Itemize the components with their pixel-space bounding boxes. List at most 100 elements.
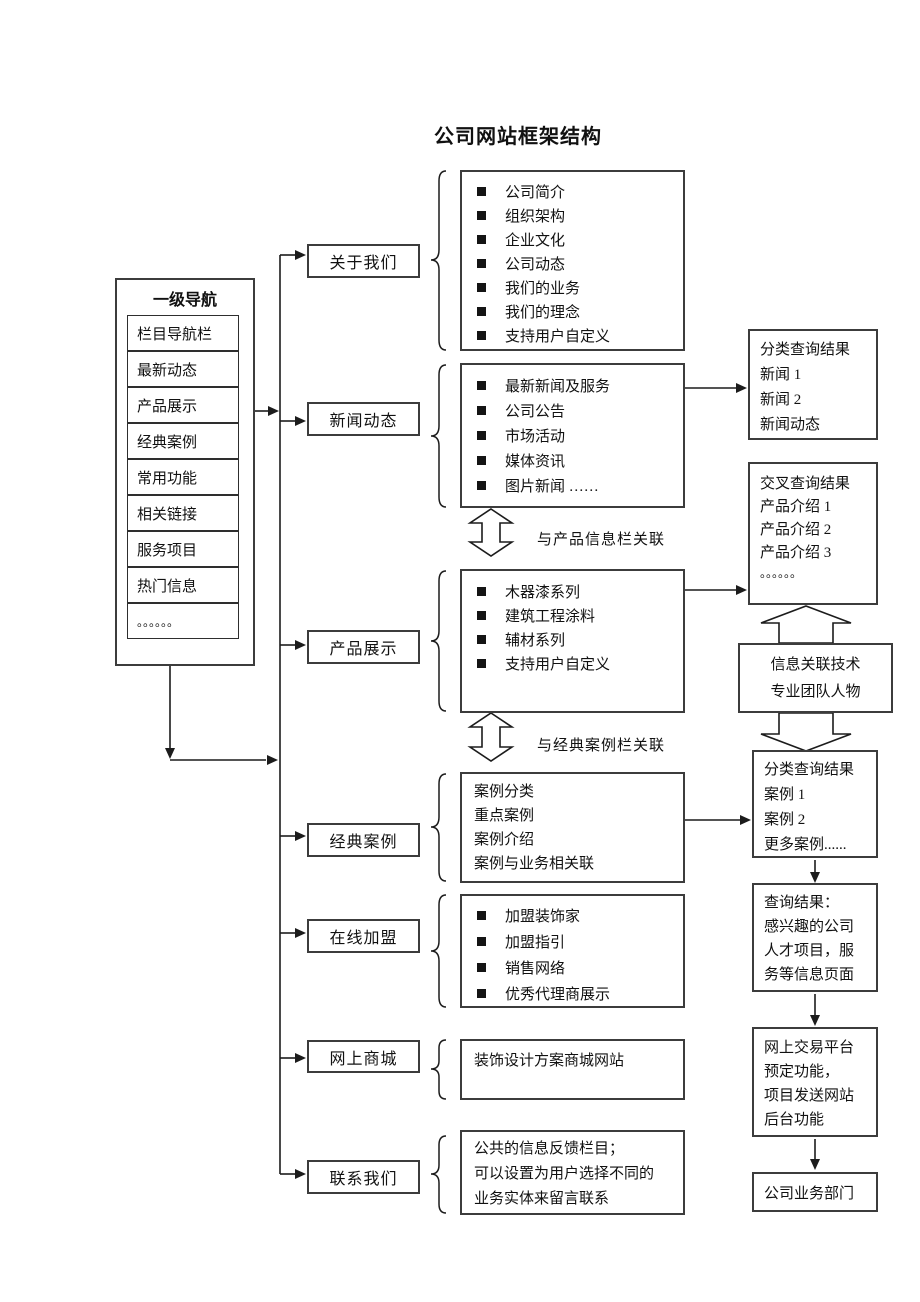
bullet-square-icon	[477, 910, 486, 920]
list-item: 案例与业务相关联	[462, 852, 683, 876]
double-arrow-icon	[467, 712, 515, 762]
bullet-square-icon	[477, 258, 486, 268]
list-item-label: 优秀代理商展示	[505, 986, 611, 1003]
double-arrow-icon	[467, 508, 515, 557]
list-item: 我们的业务	[462, 275, 683, 299]
page-title: 公司网站框架结构	[434, 126, 602, 148]
result-line: 预定功能，	[764, 1064, 840, 1080]
nav-item: 热门信息	[127, 567, 239, 603]
arrowhead-icon	[295, 1169, 306, 1179]
list-item: 优秀代理商展示	[462, 980, 683, 1006]
label-text: 在线加盟	[329, 930, 398, 947]
bullet-square-icon	[477, 936, 486, 946]
nav-item: 最新动态	[127, 351, 239, 387]
join-list-box: 加盟装饰家 加盟指引 销售网络 优秀代理商展示	[460, 894, 685, 1008]
arrowhead-icon	[810, 1159, 820, 1170]
contact-list-box: 公共的信息反馈栏目； 可以设置为用户选择不同的 业务实体来留言联系	[460, 1130, 685, 1215]
branch-label-mall: 网上商城	[307, 1040, 420, 1073]
result-line: 网上交易平台	[764, 1040, 855, 1056]
bullet-square-icon	[477, 481, 486, 490]
list-item: 木器漆系列	[462, 579, 683, 603]
arrowhead-icon	[736, 585, 747, 595]
result-line: 务等信息页面	[764, 967, 855, 983]
list-item: 公司简介	[462, 179, 683, 203]
arrowhead-icon	[810, 1015, 820, 1026]
list-item-label: 支持用户自定义	[505, 656, 611, 673]
link-label-products-cases: 与经典案例栏关联	[537, 738, 666, 754]
brace-icon	[430, 1039, 447, 1100]
list-item-label: 装饰设计方案商城网站	[474, 1053, 625, 1069]
result-line: 产品介绍 3	[760, 545, 832, 561]
news-list-box: 最新新闻及服务 公司公告 市场活动 媒体资讯 图片新闻 ……	[460, 363, 685, 508]
arrowhead-icon	[810, 872, 820, 883]
up-block-arrow-icon	[760, 605, 852, 644]
list-item: 销售网络	[462, 954, 683, 980]
result-line: 案例 2	[764, 812, 806, 828]
solid-arrowheads	[165, 250, 820, 1179]
bullet-square-icon	[477, 210, 486, 220]
result-line: 分类查询结果	[760, 342, 851, 358]
list-item: 公司动态	[462, 251, 683, 275]
branch-label-cases: 经典案例	[307, 823, 420, 857]
nav-item: 服务项目	[127, 531, 239, 567]
mall-list-box: 装饰设计方案商城网站	[460, 1039, 685, 1100]
arrowhead-icon	[295, 640, 306, 650]
branch-label-about: 关于我们	[307, 244, 420, 278]
list-item: 市场活动	[462, 423, 683, 448]
nav-item: 经典案例	[127, 423, 239, 459]
result-line: 。。。。。。	[760, 566, 803, 580]
nav-item-label: 服务项目	[137, 542, 198, 559]
list-item: 图片新闻 ……	[462, 473, 683, 498]
arrowhead-icon	[736, 383, 747, 393]
arrowhead-icon	[295, 928, 306, 938]
result-line: 公司业务部门	[764, 1185, 855, 1202]
nav-item-label: 。。。。。。	[137, 614, 180, 629]
hollow-arrows	[467, 508, 852, 762]
nav-item: 常用功能	[127, 459, 239, 495]
result-line: 项目发送网站	[764, 1088, 855, 1104]
bullet-square-icon	[477, 186, 486, 196]
bullet-square-icon	[477, 330, 486, 340]
bullet-square-icon	[477, 381, 486, 390]
list-item-label: 业务实体来留言联系	[474, 1191, 610, 1207]
list-item-label: 组织架构	[505, 208, 566, 225]
list-item-label: 木器漆系列	[505, 584, 581, 601]
result-line: 信息关联技术	[770, 657, 861, 673]
list-item-label: 我们的业务	[505, 280, 581, 297]
list-item-label: 案例分类	[474, 784, 535, 800]
result-line: 交叉查询结果	[760, 476, 851, 492]
list-item-label: 媒体资讯	[505, 454, 566, 470]
list-item: 建筑工程涂料	[462, 603, 683, 627]
bullet-square-icon	[477, 610, 486, 620]
list-item-label: 重点案例	[474, 808, 535, 824]
cases-result-box: 分类查询结果 案例 1 案例 2 更多案例......	[752, 750, 878, 858]
nav-item-label: 热门信息	[137, 578, 198, 595]
result-line: 人才项目，服	[764, 943, 855, 959]
branch-label-news: 新闻动态	[307, 402, 420, 436]
arrowhead-icon	[268, 406, 279, 416]
list-item-label: 公司公告	[505, 404, 566, 420]
bullet-square-icon	[477, 988, 486, 998]
list-item: 重点案例	[462, 804, 683, 828]
list-item-label: 建筑工程涂料	[505, 608, 596, 625]
arrowhead-icon	[740, 815, 751, 825]
list-item-label: 辅材系列	[505, 632, 566, 649]
bullet-square-icon	[477, 406, 486, 415]
nav-item: 产品展示	[127, 387, 239, 423]
list-item: 加盟装饰家	[462, 902, 683, 928]
label-text: 产品展示	[329, 641, 398, 658]
result-line: 新闻动态	[760, 417, 821, 433]
query-result-box: 查询结果： 感兴趣的公司 人才项目，服 务等信息页面	[752, 883, 878, 992]
list-item-label: 最新新闻及服务	[505, 379, 611, 395]
business-dept-box: 公司业务部门	[752, 1172, 878, 1212]
arrowhead-icon	[295, 416, 306, 426]
list-item: 支持用户自定义	[462, 651, 683, 675]
list-item: 企业文化	[462, 227, 683, 251]
trade-platform-box: 网上交易平台 预定功能， 项目发送网站 后台功能	[752, 1027, 878, 1137]
list-item-label: 图片新闻 ……	[505, 479, 599, 495]
arrowhead-icon	[295, 831, 306, 841]
list-item: 我们的理念	[462, 299, 683, 323]
list-item: 可以设置为用户选择不同的	[462, 1162, 683, 1187]
list-item-label: 加盟装饰家	[505, 908, 581, 925]
bullet-square-icon	[477, 282, 486, 292]
